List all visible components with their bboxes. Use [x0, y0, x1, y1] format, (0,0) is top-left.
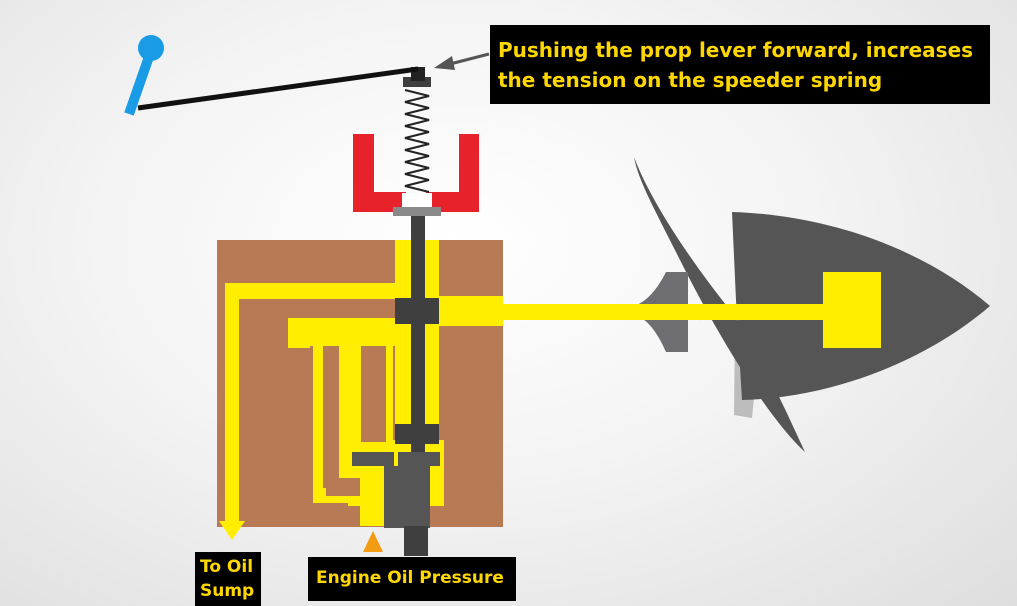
pilot-valve: [352, 216, 440, 556]
flyweight-toe-plate: [393, 207, 441, 216]
linkage-rod: [137, 66, 419, 111]
pilot-valve-lower-land: [395, 424, 439, 444]
flyweight-left: [353, 134, 406, 212]
oil-sump-label-line-1: To Oil: [200, 557, 254, 577]
engine-oil-pressure-text: Engine Oil Pressure: [316, 568, 504, 588]
drain-passage-vertical: [225, 283, 239, 523]
housing-web-center: [361, 346, 386, 442]
oil-sump-arrow: [219, 521, 245, 540]
pump-supply-passage: [360, 478, 386, 526]
pitch-change-cylinder-oil: [823, 272, 881, 348]
housing-web-lower: [326, 478, 360, 496]
pump-gear-right: [398, 452, 440, 466]
spool-port-oil: [437, 296, 503, 326]
callout-arrow-head: [434, 56, 455, 70]
prop-lever-knob: [138, 35, 164, 61]
flyweights: [353, 134, 479, 216]
engine-oil-pressure-label: Engine Oil Pressure: [308, 557, 516, 601]
speeder-spring: [404, 89, 430, 193]
speeder-spring-assembly: [403, 67, 431, 193]
housing-webs: [323, 346, 386, 496]
callout-line-2: the tension on the speeder spring: [498, 68, 883, 92]
pump-drive-shaft: [404, 526, 428, 556]
bypass-passage-left: [288, 318, 310, 348]
oil-sump-label-line-2: Sump: [200, 581, 255, 601]
callout-line-1: Pushing the prop lever forward, increase…: [498, 38, 974, 62]
oil-line-to-propeller: [503, 304, 823, 320]
housing-web-left: [323, 346, 339, 488]
flyweight-hub: [402, 193, 432, 207]
pump-gear-left: [352, 452, 394, 466]
callout-arrow: [434, 52, 490, 70]
callout-arrow-shaft: [449, 52, 490, 66]
prop-lever-arm: [124, 49, 156, 116]
oil-sump-label: To Oil Sump: [195, 552, 261, 606]
engine-oil-pressure-arrow: [363, 531, 383, 552]
speeder-spring-callout: Pushing the prop lever forward, increase…: [490, 25, 990, 104]
drain-passage-horizontal: [225, 283, 397, 299]
speeder-spring-cap: [403, 77, 431, 87]
flyweight-right: [426, 134, 479, 212]
pump-drive-body: [384, 466, 430, 528]
pilot-valve-upper-land: [395, 298, 439, 324]
prop-control-linkage: [124, 35, 419, 116]
